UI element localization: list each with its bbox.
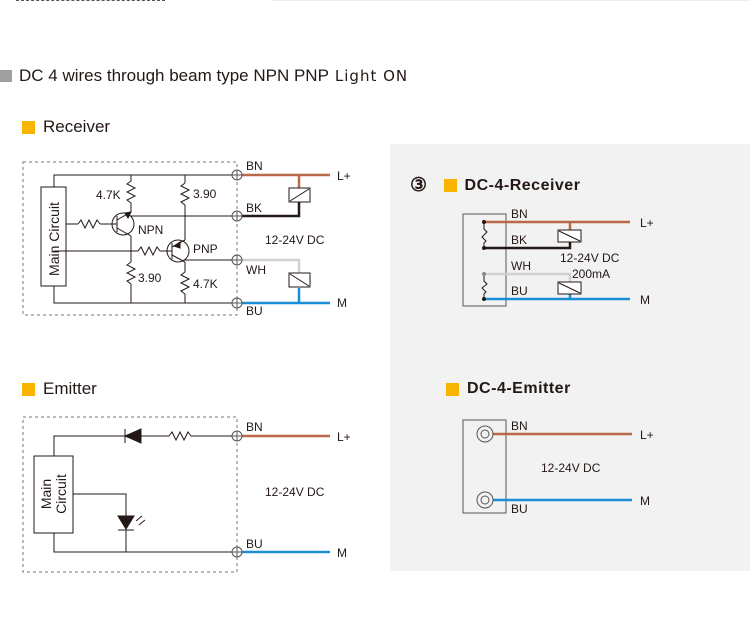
label-r2: 3.90 [193,187,217,201]
receiver-terminal-minus: M [337,296,347,310]
receiver-diagram [22,161,238,316]
dc4-wire-bk [484,240,572,250]
receiver-component-labels: 4.7K 3.90 3.90 4.7K NPN PNP Main Circuit [46,187,218,291]
emitter-marker-icon [22,382,35,396]
emitter-wires [242,434,330,554]
dc4-emitter-terminal-2 [476,491,494,509]
emitter-wire-labels: BN BU L+ M 12-24V DC [246,420,351,560]
dc4-label-bu: BU [511,284,528,298]
dc4-emitter-terminal-minus: M [640,494,650,508]
dc4-emitter-terminal-plus: L+ [640,428,654,442]
dc4-emitter-title: DC-4-Emitter [467,380,571,397]
receiver-housing [22,161,238,316]
label-pnp: PNP [193,242,218,256]
emitter-title: Emitter [43,379,97,398]
dc4-emitter-voltage: 12-24V DC [541,461,601,475]
dc4-wire-wh [484,272,572,282]
page-title-text: DC 4 wires through beam type NPN PNP [19,66,329,85]
receiver-title: Receiver [43,117,111,136]
top-dashed-border [16,0,165,1]
wire-bk [242,202,301,218]
emitter-main-circuit-label: Main Circuit [38,474,69,514]
receiver-section-title: Receiver [22,117,110,137]
dc4-receiver-labels: BN BK WH BU L+ M 12-24V DC 200mA [511,207,654,307]
resistor-3-90-npn [125,261,137,285]
receiver-label-bn: BN [246,159,263,173]
title-marker-icon [0,70,12,82]
label-r4: 4.7K [193,277,218,291]
dc4-switch-2 [481,274,488,299]
receiver-label-bu: BU [246,304,263,318]
dc4-receiver-box [462,213,507,307]
dc4-emitter-section-title: DC-4-Emitter [446,380,571,398]
dc4-terminal-minus: M [640,293,650,307]
page-title: DC 4 wires through beam type NPN PNP Lig… [0,66,408,86]
resistor-pnp-base [137,245,161,257]
dc4-emitter-terminal-1 [476,425,494,443]
receiver-main-circuit-label: Main Circuit [46,202,62,276]
receiver-terminal-plus: L+ [337,169,351,183]
emitter-resistor [168,430,192,442]
dc4-receiver-title: DC-4-Receiver [464,176,581,194]
dc4-receiver-section-title: ③ DC-4-Receiver [410,174,580,197]
label-r3: 3.90 [138,271,162,285]
receiver-wires [242,173,330,305]
emitter-label-bu: BU [246,537,263,551]
emitter-circuit-label: Circuit [53,474,69,514]
receiver-marker-icon [22,120,35,134]
led-icon [117,515,135,530]
dc4-terminal-plus: L+ [640,216,654,230]
dc4-switch-1 [481,222,488,248]
top-panel-edge [272,0,750,1]
emitter-diagram [22,416,238,573]
label-r1: 4.7K [96,188,121,202]
receiver-wire-labels: BN BK WH BU L+ M 12-24V DC [246,159,351,318]
dc4-voltage: 12-24V DC [560,251,620,265]
label-npn: NPN [138,223,163,237]
dc4-emitter-label-bn: BN [511,419,528,433]
diode-icon [123,428,142,444]
receiver-loads [288,187,311,288]
emitter-section-title: Emitter [22,379,97,399]
dc4-label-bk: BK [511,233,527,247]
receiver-voltage: 12-24V DC [265,233,325,247]
dc4-emitter-box [462,419,507,514]
page-title-suffix: Light ON [334,67,409,85]
index-mark: ③ [410,175,428,196]
dc4-emitter-diagram [462,419,632,514]
emitter-terminal-minus: M [337,546,347,560]
dc4-emitter-label-bu: BU [511,502,528,516]
dc4-label-bn: BN [511,207,528,221]
dc4-current: 200mA [572,267,610,281]
emitter-terminal-plus: L+ [337,430,351,444]
emitter-housing [22,416,238,573]
wire-wh [242,258,301,273]
dc4-receiver-marker-icon [443,179,457,192]
resistor-4-7k-npn [125,180,137,204]
emitter-voltage: 12-24V DC [265,485,325,499]
resistor-4-7k-pnp [179,271,191,295]
dc4-label-wh: WH [511,259,531,273]
dc4-emitter-labels: BN BU L+ M 12-24V DC [511,419,654,516]
emitter-main-label: Main [38,479,54,509]
dc4-emitter-marker-icon [446,382,459,396]
receiver-label-wh: WH [246,263,266,277]
receiver-label-bk: BK [246,201,262,215]
emitter-label-bn: BN [246,420,263,434]
resistor-3-90-pnp [179,182,191,206]
dc4-receiver-diagram [462,213,630,307]
resistor-npn-base [77,218,101,230]
